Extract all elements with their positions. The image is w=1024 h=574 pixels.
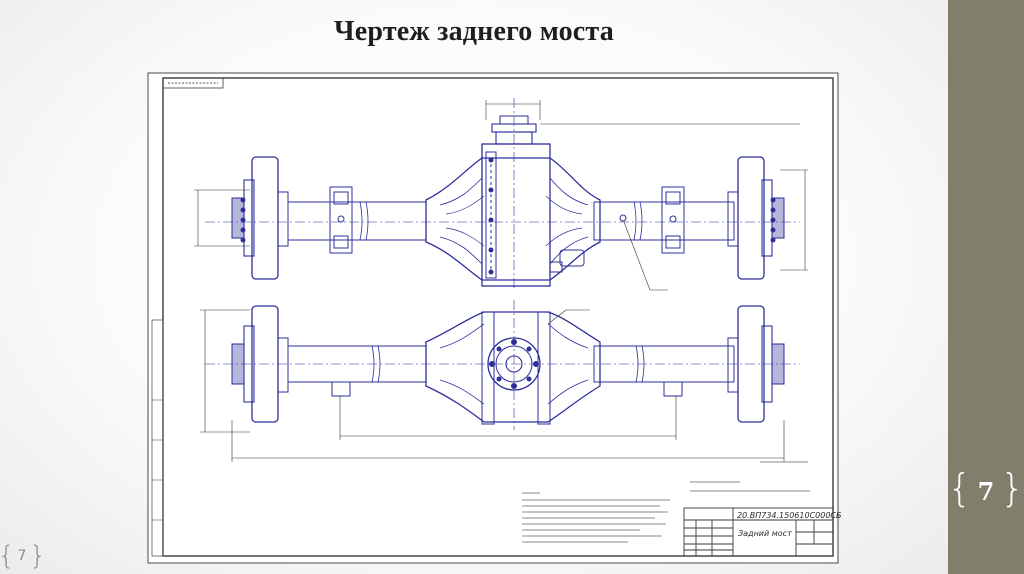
- page-title: Чертеж заднего моста: [334, 16, 614, 47]
- mini-slide-number: { 7 }: [0, 538, 47, 574]
- drawing-sheet: [147, 72, 839, 564]
- slide-number-badge: { 7 }: [947, 462, 1024, 520]
- bracket-right-icon: }: [1000, 466, 1024, 510]
- title-block-doc-code: 20.ВП734.150610С000СБ: [737, 511, 842, 520]
- mini-slide-number-value: 7: [17, 548, 27, 564]
- corner-stamp: [162, 77, 224, 89]
- mini-bracket-right-icon: }: [29, 541, 47, 571]
- title-block: [683, 507, 834, 557]
- axle-bottom-view: [205, 300, 800, 430]
- dimension-lines-top: [194, 100, 808, 291]
- drawing-frame: [162, 77, 834, 557]
- dimension-lines-bottom: [200, 309, 785, 462]
- slide-number: 7: [977, 476, 995, 506]
- binding-strip: [151, 319, 164, 557]
- rear-axle-drawing: 20.ВП734.150610С000СБ Задний мост: [147, 72, 842, 564]
- technical-notes: [522, 461, 810, 543]
- title-block-name: Задний мост: [738, 529, 792, 538]
- mini-bracket-left-icon: {: [0, 541, 15, 571]
- bracket-left-icon: {: [947, 466, 972, 510]
- axle-top-view: [205, 98, 800, 290]
